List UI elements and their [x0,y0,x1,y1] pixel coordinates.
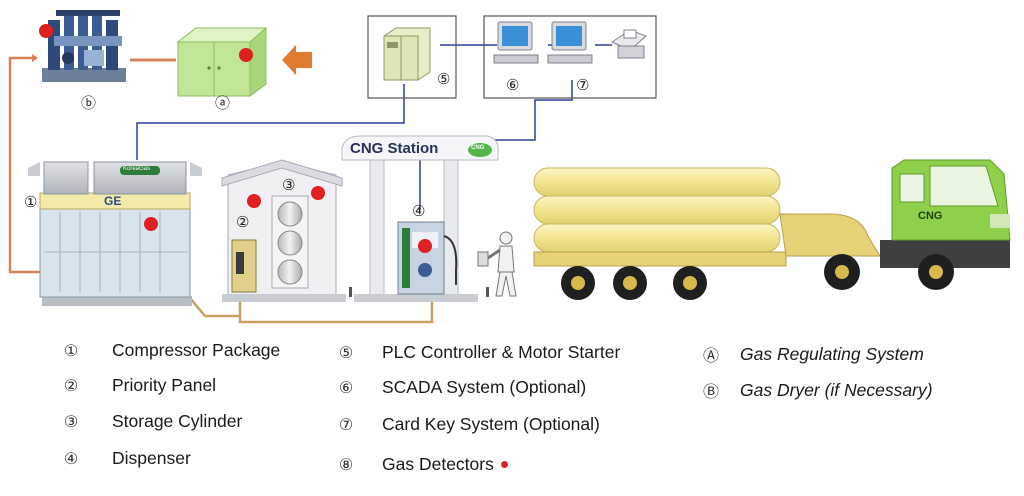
marker-7: ⑦ [576,77,590,94]
legend-number: ② [63,377,79,395]
legend-number: ⑥ [338,379,354,397]
card-key-computer [547,21,593,64]
legend-number: ⑧ [338,456,354,474]
legend-label: PLC Controller & Motor Starter [382,342,621,362]
marker-1: ① [24,194,38,211]
gas-detector-dot [39,24,53,38]
compressor-badge: KoreaGas [123,166,151,172]
legend-item-gas-detectors: ⑧ Gas Detectors [335,454,508,475]
marker-a: ⓐ [215,95,231,112]
legend-label: Storage Cylinder [112,411,243,431]
legend-item-scada-system: ⑥ SCADA System (Optional) [335,377,586,398]
gas-detector-dot [418,239,432,253]
gas-regulating-system [176,26,268,97]
plc-controller-frame [367,15,457,99]
truck-label: CNG [918,210,943,222]
marker-b: ⓑ [81,95,97,112]
legend-number: Ⓑ [702,384,719,401]
gas-detector-dot [500,461,508,468]
legend-item-priority-panel: ② Priority Panel [60,375,216,396]
marker-3: ③ [282,177,296,194]
scada-frame [483,15,657,99]
gas-detector-dot [247,194,261,208]
legend-label: SCADA System (Optional) [382,377,587,397]
station-canopy [341,135,499,302]
compressor-package [28,161,202,306]
legend-item-dispenser: ④ Dispenser [60,448,191,469]
legend-number: ④ [63,450,79,468]
gas-detector-dot [144,217,158,231]
printer-icon [610,29,647,59]
legend-number: ⑦ [338,416,354,434]
bollards [349,287,489,297]
legend-item-plc-controller: ⑤ PLC Controller & Motor Starter [335,342,620,363]
legend-label: Gas Regulating System [740,343,924,364]
tube-trailer [533,167,881,267]
marker-6: ⑥ [506,77,520,94]
legend-label: Priority Panel [112,375,217,395]
marker-4: ④ [412,203,426,220]
legend-number: ⑤ [338,344,354,362]
legend-item-compressor-package: ① Compressor Package [60,340,280,361]
legend-label: Card Key System (Optional) [382,414,600,434]
legend-item-gas-dryer: Ⓑ Gas Dryer (if Necessary) [700,378,933,402]
priority-panel [231,239,257,293]
gas-dryer [42,10,126,82]
legend-number: Ⓐ [702,348,719,365]
gas-detector-dot [239,48,253,62]
storage-cylinders [271,195,309,289]
gas-inlet-arrow [282,45,312,75]
legend-number: ③ [63,413,79,431]
legend-item-storage-cylinder: ③ Storage Cylinder [60,411,243,432]
truck-cab [880,159,1011,268]
legend-label: Gas Detectors [382,454,494,474]
legend-label: Dispenser [112,448,191,468]
dryer-return-line [8,56,42,274]
attendant-figure [477,231,517,297]
truck-wheels [824,254,954,290]
gas-detector-dot [311,186,325,200]
marker-5: ⑤ [437,71,451,88]
legend-label: Gas Dryer (if Necessary) [740,379,933,400]
plc-cabinet [383,27,431,81]
marker-2: ② [236,214,250,231]
canopy-logo: CNG [471,145,485,151]
scada-computer [493,21,539,64]
legend-label: Compressor Package [112,340,281,360]
legend-number: ① [63,342,79,360]
compressor-brand: GE [104,194,122,208]
legend-item-gas-regulating-system: Ⓐ Gas Regulating System [700,342,924,366]
trailer-wheels [561,266,707,300]
legend-item-card-key-system: ⑦ Card Key System (Optional) [335,414,600,435]
station-sign: CNG Station [350,140,439,157]
